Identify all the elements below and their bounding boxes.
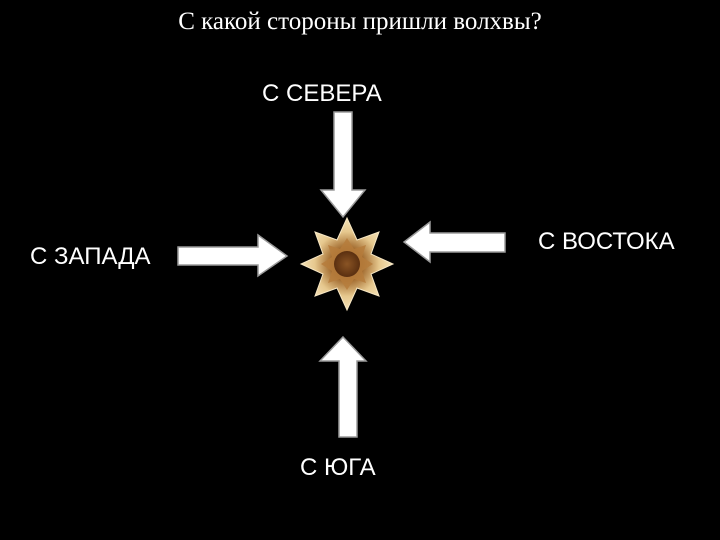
arrow-from-south (318, 335, 368, 438)
arrow-from-north (319, 111, 367, 219)
slide-title: С какой стороны пришли волхвы? (178, 8, 542, 35)
label-east: С ВОСТОКА (538, 228, 675, 255)
eight-pointed-star-icon (299, 216, 395, 312)
label-south: С ЮГА (300, 454, 376, 481)
arrow-from-east (402, 220, 506, 264)
arrow-from-west (177, 233, 289, 278)
label-west: С ЗАПАДА (30, 243, 151, 270)
label-north: С СЕВЕРА (262, 80, 382, 107)
